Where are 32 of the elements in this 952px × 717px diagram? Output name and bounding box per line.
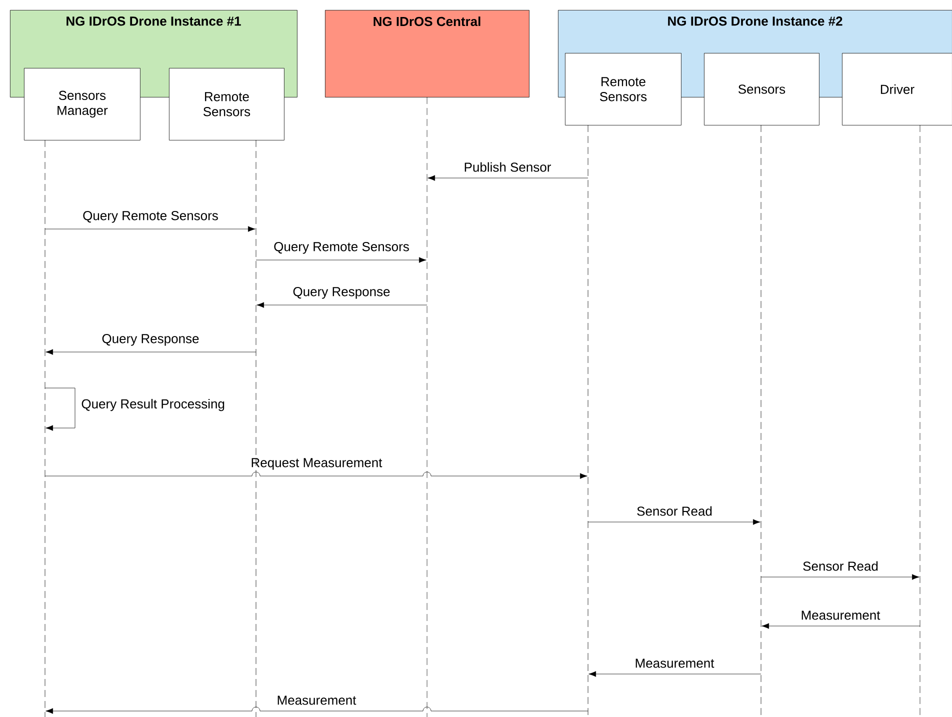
message-arrow <box>44 388 76 431</box>
message-arrow <box>46 706 588 714</box>
message-arrow <box>256 257 426 263</box>
lifeline <box>426 96 428 717</box>
message-label: Measurement <box>278 696 356 705</box>
participant-box: Sensors <box>704 53 820 126</box>
participant-box: Sensors Manager <box>24 68 140 140</box>
message-label: Request Measurement <box>252 458 382 470</box>
message-label: Sensor Read <box>803 561 878 571</box>
participant-box: Driver <box>842 53 952 126</box>
message-arrow <box>762 623 920 629</box>
message-label: Query Remote Sensors <box>274 242 409 254</box>
message-label: Measurement <box>802 610 880 620</box>
group-box: NG IDrOS Central <box>325 10 530 98</box>
message-label: Query Remote Sensors <box>83 211 218 223</box>
message-arrow <box>46 349 256 355</box>
message-arrow <box>588 519 760 525</box>
message-label: Query Response <box>293 287 390 299</box>
message-label: Measurement <box>636 658 714 668</box>
message-label: Sensor Read <box>637 506 712 516</box>
lifeline <box>44 140 46 717</box>
message-label: Query Response <box>102 334 199 346</box>
message-label: Query Result Processing <box>82 398 224 412</box>
message-arrow <box>256 302 428 308</box>
message-label: Publish Sensor <box>464 162 551 172</box>
participant-box: Remote Sensors <box>565 53 682 126</box>
message-arrow <box>760 574 920 580</box>
message-arrow <box>588 671 762 677</box>
message-arrow <box>44 226 256 232</box>
participant-box: Remote Sensors <box>169 68 284 140</box>
message-arrow <box>428 175 588 181</box>
message-arrow <box>44 472 588 479</box>
